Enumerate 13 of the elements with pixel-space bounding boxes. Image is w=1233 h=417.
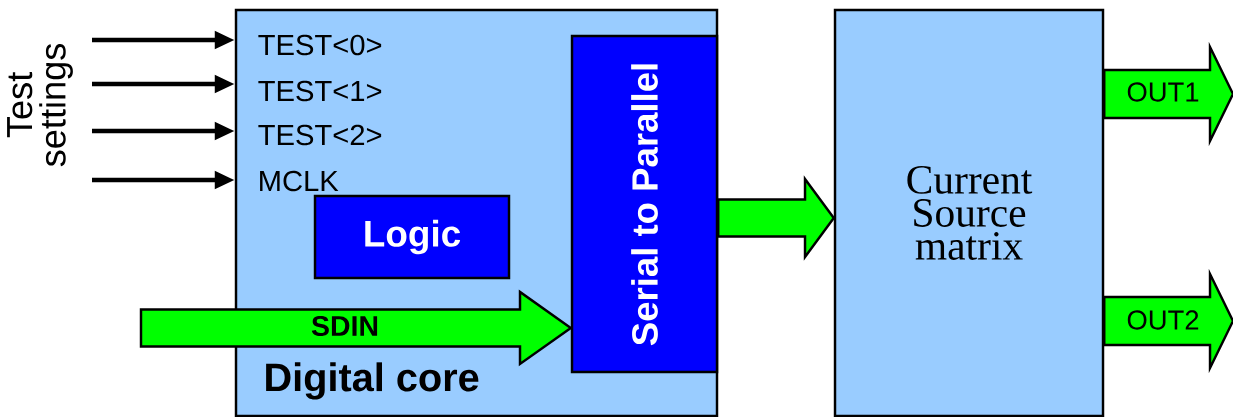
signal-label: TEST<2> (258, 124, 382, 146)
edge-label: SDIN (307, 312, 383, 340)
matrix-block: Current Source matrix (833, 8, 1105, 417)
signal-label: TEST<0> (258, 34, 382, 56)
edge-label: OUT2 (1122, 306, 1204, 334)
signal-label: MCLK (260, 170, 339, 192)
signal-label: TEST<1> (258, 80, 382, 102)
block-arrow (139, 289, 573, 367)
edge-label: OUT1 (1122, 78, 1204, 106)
converter-block: Serial to Parallel (570, 34, 719, 374)
block-arrow (717, 175, 836, 261)
logic-block: Logic (313, 194, 511, 280)
axis-label: Test settings (7, 43, 73, 167)
